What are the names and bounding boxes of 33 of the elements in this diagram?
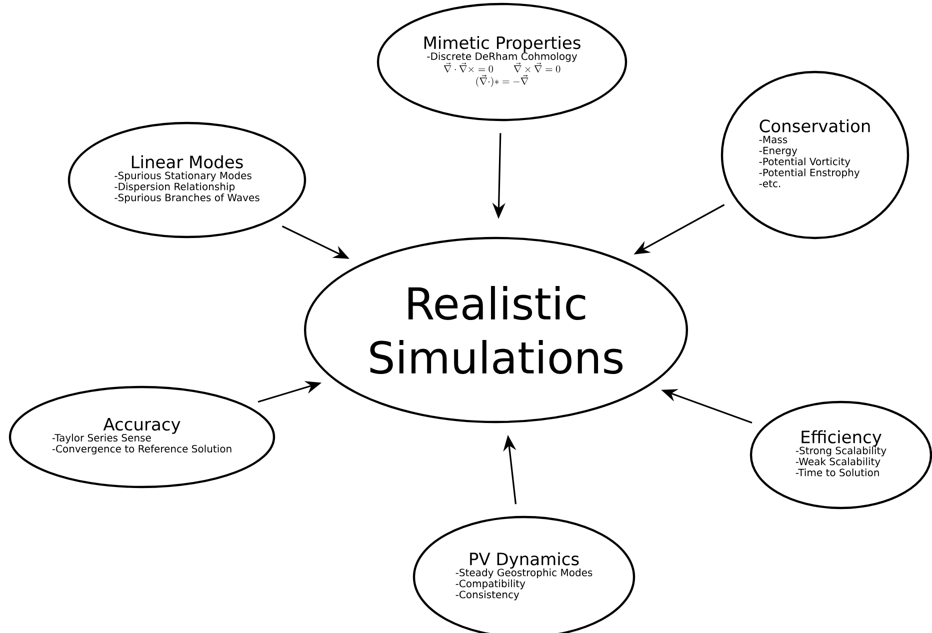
list-item: -Potential Vorticity — [759, 158, 850, 168]
list-item: -Dispersion Relationship — [114, 182, 235, 192]
list-item: -Time to Solution — [796, 468, 879, 476]
list-item: -Taylor Series Sense — [52, 434, 151, 444]
ellipse — [376, 2, 628, 122]
heading: PV Dynamics — [470, 552, 579, 569]
heading: Linear Modes — [132, 155, 243, 168]
formula: $(\vec{\nabla}\cdot)* = -\vec{\nabla}$ — [476, 74, 528, 87]
formula: $\vec{\nabla}\times\vec{\nabla} = 0$ — [514, 62, 560, 72]
list-item: -Potential Enstrophy — [759, 168, 860, 178]
list-item: -Compatibility — [456, 580, 526, 590]
list-item: -Strong Scalability — [796, 446, 886, 456]
list-item: -Weak Scalability — [796, 458, 880, 468]
ellipse — [750, 400, 932, 510]
ellipse — [720, 70, 910, 240]
list-item: -Mass — [759, 136, 788, 144]
list-item: -Spurious Branches of Waves — [114, 194, 260, 204]
ellipse — [8, 386, 276, 488]
list-item: -Energy — [759, 146, 798, 156]
list-item: -Steady Geostrophic Modes — [456, 568, 592, 578]
list-item: -Discrete DeRham Cohmology — [427, 52, 578, 62]
formula: $\vec{\nabla}\cdot\vec{\nabla}\times = 0$ — [444, 62, 493, 72]
heading: Accuracy — [103, 418, 180, 434]
list-item: -Spurious Stationary Modes — [114, 172, 252, 182]
list-item: -Convergence to Reference Solution — [52, 444, 232, 454]
title-text: Realistic Simulations — [370, 286, 623, 374]
list-item: -Consistency — [456, 590, 520, 600]
ellipse — [68, 122, 306, 238]
heading: Conservation — [760, 119, 870, 132]
heading: Mimetic Properties — [424, 36, 580, 52]
ellipse — [304, 236, 688, 424]
heading: Efficiency — [802, 430, 882, 447]
list-item: -etc. — [759, 180, 780, 188]
